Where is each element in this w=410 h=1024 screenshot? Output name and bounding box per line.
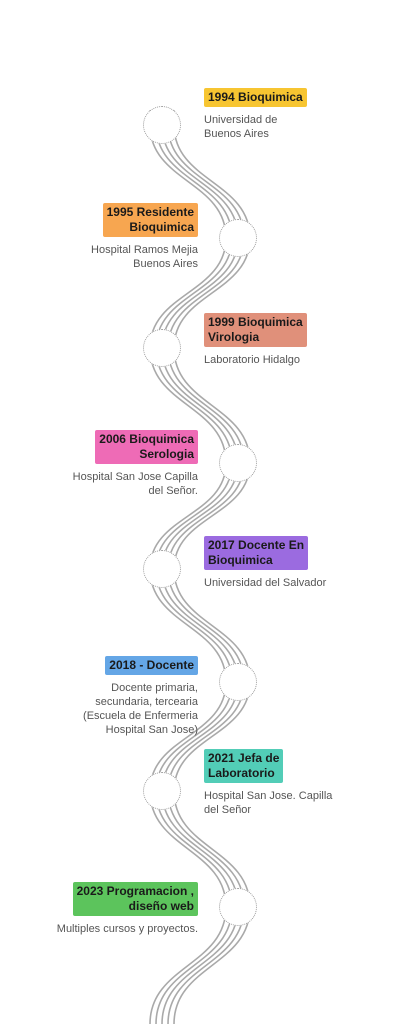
timeline-description: Universidad del Salvador xyxy=(204,577,327,589)
timeline-node xyxy=(219,444,257,482)
timeline-title: 1995 Residente Bioquimica xyxy=(102,203,198,237)
timeline-node xyxy=(143,772,181,810)
timeline-description: Hospital San Jose. Capilla del Señor xyxy=(204,790,333,816)
timeline-description: Docente primaria, secundaria, tercearia … xyxy=(83,682,198,736)
timeline-node xyxy=(219,663,257,701)
timeline-node xyxy=(219,219,257,257)
timeline-title: 2006 Bioquimica Serologia xyxy=(95,430,198,464)
timeline-description: Universidad de Buenos Aires xyxy=(204,114,278,140)
timeline-description: Laboratorio Hidalgo xyxy=(204,354,301,366)
timeline-node xyxy=(143,329,181,367)
timeline-node xyxy=(143,550,181,588)
timeline-title: 1994 Bioquimica xyxy=(204,88,307,107)
timeline-description: Hospital San Jose Capilla del Señor. xyxy=(72,471,198,497)
timeline-node xyxy=(143,106,181,144)
timeline-title: 2017 Docente En Bioquimica xyxy=(204,536,309,570)
timeline-title: 2023 Programacion , diseño web xyxy=(72,882,198,916)
road-line xyxy=(149,109,227,1024)
timeline-title: 1999 Bioquimica Virologia xyxy=(204,313,307,347)
timeline-title: 2018 - Docente xyxy=(105,656,198,675)
timeline-description: Multiples cursos y proyectos. xyxy=(56,923,198,935)
road-line xyxy=(155,109,233,1024)
road-line xyxy=(161,110,239,1024)
road-line xyxy=(167,110,245,1024)
road-line xyxy=(173,110,251,1024)
timeline-node xyxy=(219,888,257,926)
timeline-description: Hospital Ramos Mejia Buenos Aires xyxy=(91,244,198,270)
timeline-title: 2021 Jefa de Laboratorio xyxy=(204,749,284,783)
